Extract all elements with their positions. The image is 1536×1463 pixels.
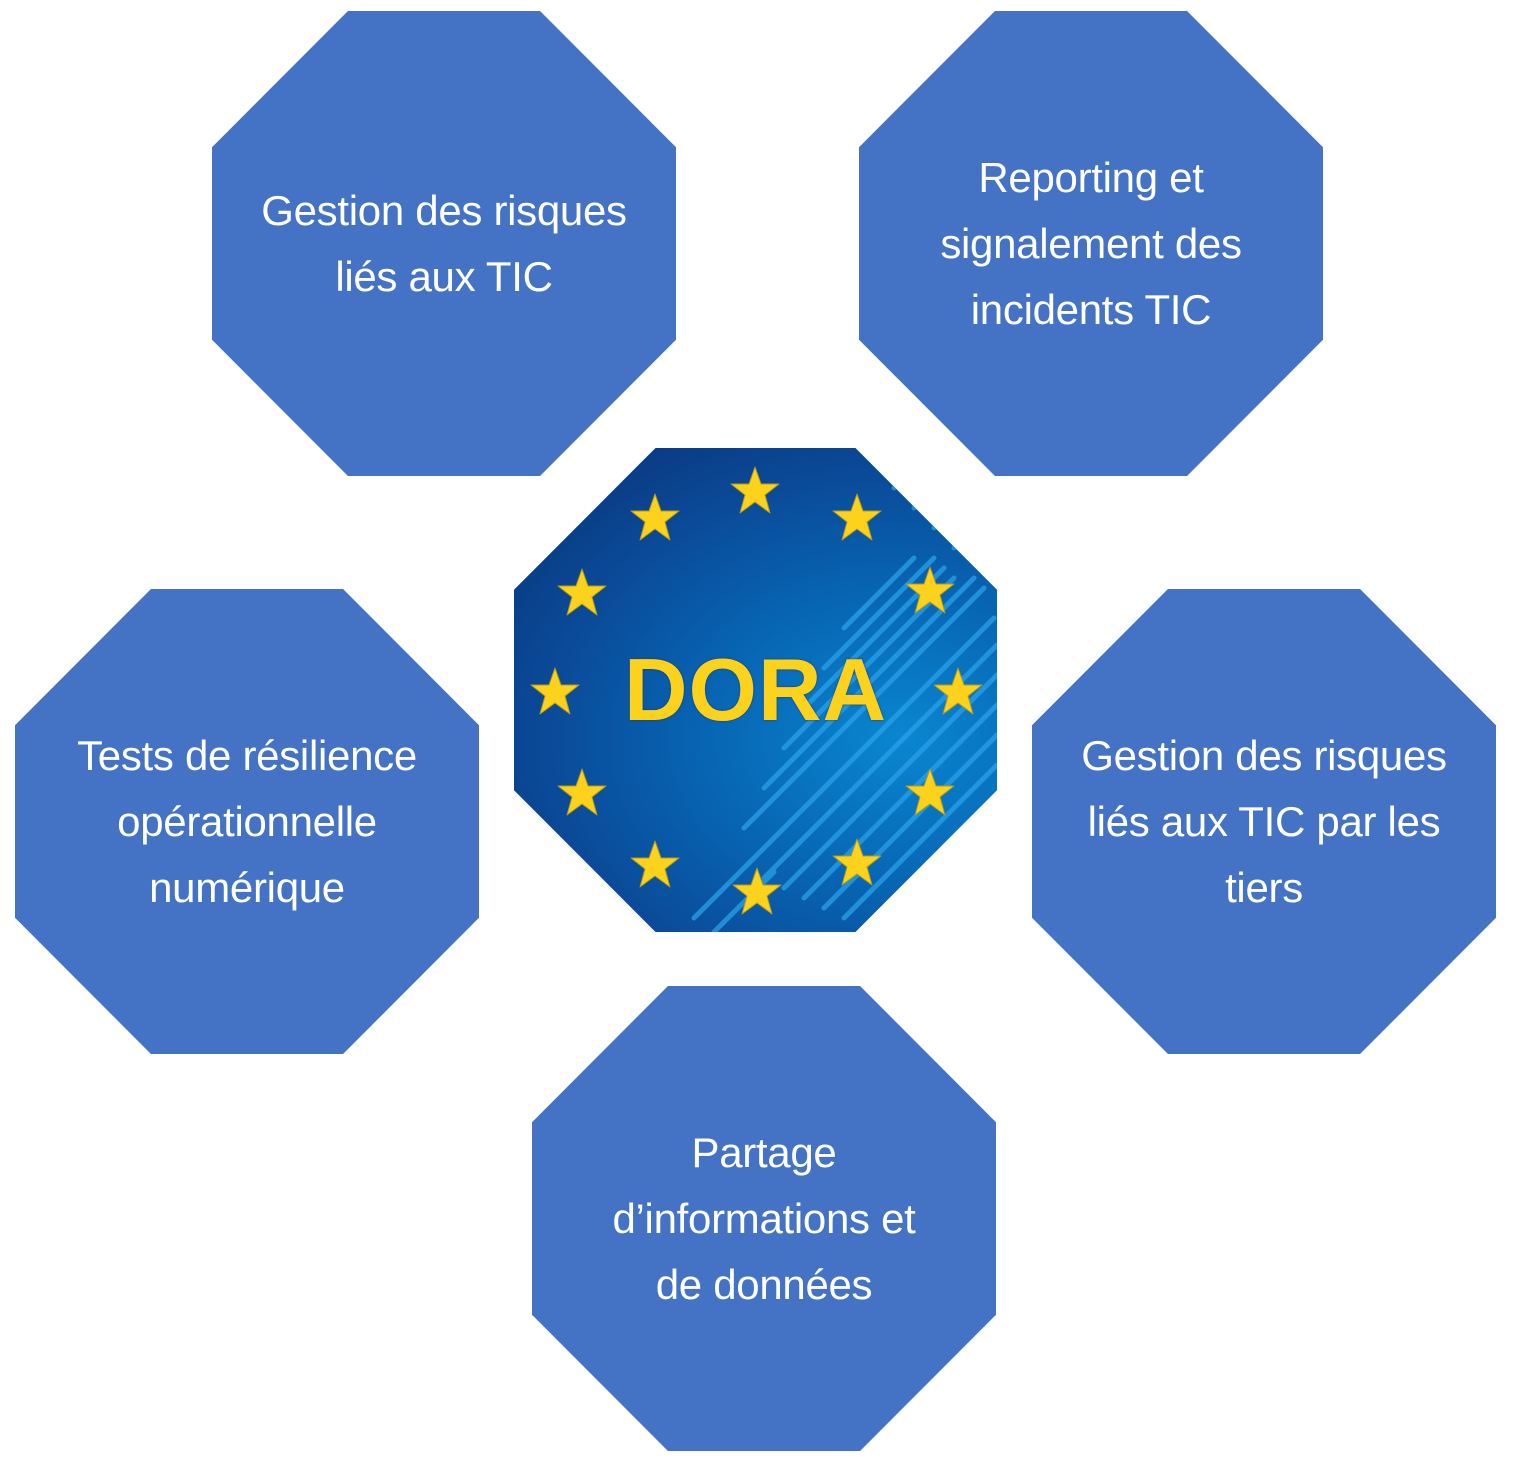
- node-incident-reporting: Reporting et signalement des incidents T…: [859, 11, 1323, 476]
- node-resilience-testing: Tests de résilience opérationnelle numér…: [15, 589, 479, 1054]
- node-third-party-risk: Gestion des risques liés aux TIC par les…: [1032, 589, 1496, 1054]
- node-ict-risk-management: Gestion des risques liés aux TIC: [212, 11, 676, 476]
- node-label-line: numérique: [149, 863, 345, 911]
- node-label-line: Tests de résilience: [77, 731, 417, 779]
- dora-title: DORA: [623, 640, 888, 739]
- star-icon: [832, 493, 882, 541]
- node-label-line: d’informations et: [612, 1194, 916, 1242]
- node-label: Gestion des risques liés aux TIC: [212, 11, 676, 476]
- node-label-line: opérationnelle: [117, 797, 377, 845]
- node-label-line: liés aux TIC par les: [1087, 797, 1441, 845]
- star-icon: [630, 840, 680, 888]
- star-icon: [933, 667, 983, 715]
- star-icon: [832, 838, 882, 886]
- node-label: Gestion des risques liés aux TIC par les…: [1032, 589, 1496, 1054]
- node-label-line: Gestion des risques: [1081, 731, 1447, 779]
- star-icon: [905, 566, 955, 614]
- node-label-line: de données: [655, 1260, 873, 1308]
- node-label-line: Gestion des risques: [261, 186, 627, 234]
- star-icon: [730, 466, 780, 514]
- node-label-line: Reporting et: [978, 153, 1204, 201]
- node-label-line: liés aux TIC: [335, 252, 553, 300]
- star-icon: [557, 568, 607, 616]
- star-icon: [557, 768, 607, 816]
- star-icon: [530, 667, 580, 715]
- star-icon: [732, 867, 782, 915]
- dora-center-logo: DORA: [514, 448, 997, 932]
- node-label: Partage d’informations et de données: [532, 986, 996, 1451]
- node-information-sharing: Partage d’informations et de données: [532, 986, 996, 1451]
- node-label: Reporting et signalement des incidents T…: [859, 11, 1323, 476]
- node-label-line: signalement des: [940, 219, 1242, 267]
- node-label-line: tiers: [1225, 863, 1303, 911]
- node-label-line: incidents TIC: [970, 285, 1212, 333]
- node-label: Tests de résilience opérationnelle numér…: [15, 589, 479, 1054]
- star-icon: [905, 768, 955, 816]
- star-icon: [630, 493, 680, 541]
- node-label-line: Partage: [691, 1128, 837, 1176]
